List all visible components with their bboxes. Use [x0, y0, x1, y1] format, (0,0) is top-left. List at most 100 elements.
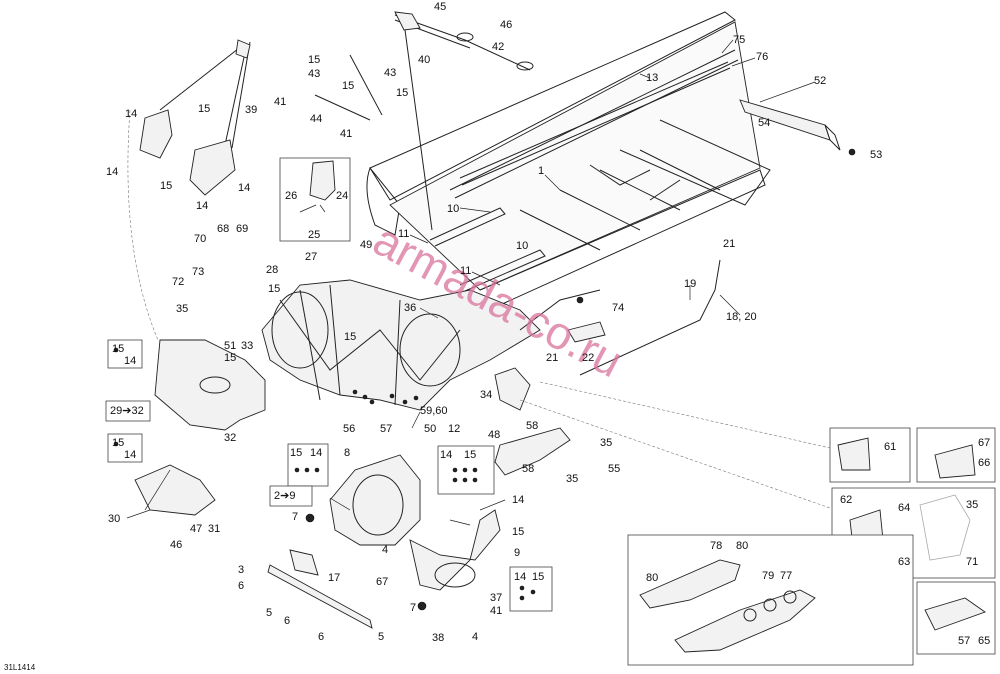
callout-15: 15	[308, 54, 320, 66]
footrest-bar	[267, 549, 373, 629]
callout-15g: 15	[344, 331, 356, 343]
callout-1: 1	[538, 165, 544, 177]
callout-37: 37	[490, 592, 502, 604]
callout-5: 5	[266, 607, 272, 619]
tunnel-assembly	[366, 11, 771, 306]
callout-15h: 15	[224, 352, 236, 364]
callout-38: 38	[432, 632, 444, 644]
callout-box-15e: 15	[532, 571, 544, 583]
callout-65: 65	[978, 635, 990, 647]
callout-63: 63	[898, 556, 910, 568]
callout-50: 50	[424, 423, 436, 435]
callout-13: 13	[646, 72, 658, 84]
part-61	[837, 437, 871, 471]
callout-62: 62	[840, 494, 852, 506]
callout-21: 21	[723, 238, 735, 250]
callout-14d: 14	[196, 200, 208, 212]
callout-6: 6	[238, 580, 244, 592]
callout-14: 14	[125, 108, 137, 120]
callout-46b: 46	[170, 539, 182, 551]
connector-61	[539, 381, 831, 449]
front-frame	[261, 279, 601, 411]
callout-2-9: 2➔9	[274, 490, 295, 502]
callout-15e: 15	[160, 180, 172, 192]
callout-24: 24	[336, 190, 348, 202]
callout-70: 70	[194, 233, 206, 245]
callout-17: 17	[328, 572, 340, 584]
callout-49: 49	[360, 239, 372, 251]
callout-68: 68	[217, 223, 229, 235]
callout-labels: 45 46 42 40 15 43 43 15 15 41 44 41 39 1…	[106, 1, 990, 647]
rear-bumper	[739, 99, 841, 151]
callout-66: 66	[978, 457, 990, 469]
callout-15b: 15	[342, 80, 354, 92]
callout-77: 77	[780, 570, 792, 582]
callout-box-15d: 15	[464, 449, 476, 461]
callout-14e: 14	[512, 494, 524, 506]
callout-64: 64	[898, 502, 910, 514]
callout-18-20: 18, 20	[726, 311, 757, 323]
callout-box-14c: 14	[310, 447, 322, 459]
callout-40: 40	[418, 54, 430, 66]
callout-76: 76	[756, 51, 768, 63]
part-65	[924, 597, 986, 631]
callout-14c: 14	[238, 182, 250, 194]
callout-54: 54	[758, 117, 770, 129]
callout-31: 31	[208, 523, 220, 535]
callout-9: 9	[514, 547, 520, 559]
callout-10: 10	[447, 203, 459, 215]
callout-19: 19	[684, 278, 696, 290]
inset-box-15-14-e	[509, 566, 553, 612]
callout-47: 47	[190, 523, 202, 535]
callout-7: 7	[292, 511, 298, 523]
drawing-code: 31L1414	[4, 663, 36, 672]
callout-39: 39	[245, 104, 257, 116]
callout-32: 32	[224, 432, 236, 444]
callout-35b: 35	[600, 437, 612, 449]
connector-14	[127, 109, 159, 341]
callout-14b: 14	[106, 166, 118, 178]
callout-75: 75	[733, 34, 745, 46]
lower-frame	[329, 454, 501, 591]
callout-33: 33	[241, 340, 253, 352]
callout-45: 45	[434, 1, 446, 13]
callout-53: 53	[870, 149, 882, 161]
callout-35c: 35	[566, 473, 578, 485]
callout-27: 27	[305, 251, 317, 263]
rod-18-20	[579, 259, 721, 376]
slide-rails	[459, 61, 731, 186]
inset-box-29-32	[105, 400, 151, 422]
callout-43: 43	[308, 68, 320, 80]
inset-box-15-14-c	[287, 443, 329, 487]
bracket-22	[567, 321, 606, 343]
callout-59-60: 59,60	[420, 405, 448, 417]
callout-15c: 15	[396, 87, 408, 99]
front-plate	[154, 339, 266, 431]
part-66	[934, 444, 976, 479]
bracket-30	[134, 464, 216, 516]
callout-7b: 7	[410, 602, 416, 614]
callout-8: 8	[344, 447, 350, 459]
callout-box-15a: 15	[112, 343, 124, 355]
callout-61: 61	[884, 441, 896, 453]
skid-plates	[639, 559, 816, 653]
inset-box-2-9	[269, 485, 313, 507]
leader-lines	[126, 39, 816, 526]
callout-80: 80	[736, 540, 748, 552]
callout-51: 51	[224, 340, 236, 352]
callout-15d: 15	[198, 103, 210, 115]
bracket-left	[139, 109, 236, 196]
callout-21b: 21	[546, 352, 558, 364]
callout-35d: 35	[966, 499, 978, 511]
callout-58: 58	[526, 420, 538, 432]
callout-52: 52	[814, 75, 826, 87]
callout-71: 71	[966, 556, 978, 568]
callout-55: 55	[608, 463, 620, 475]
callout-box-14a: 14	[124, 355, 136, 367]
callout-28: 28	[266, 264, 278, 276]
callout-57b: 57	[958, 635, 970, 647]
callout-43b: 43	[384, 67, 396, 79]
callout-box-14d: 14	[440, 449, 452, 461]
callout-79: 79	[762, 570, 774, 582]
callout-73: 73	[192, 266, 204, 278]
